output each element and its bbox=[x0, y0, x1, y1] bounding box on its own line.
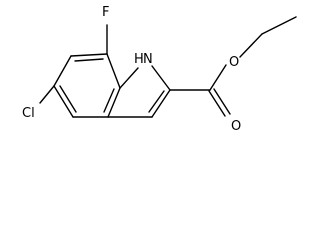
bond-c7-c6 bbox=[70, 53, 108, 57]
bond-c5-c4 bbox=[53, 85, 74, 118]
bond-c6-c5 bbox=[53, 55, 72, 87]
double-bond-carbonyl bbox=[213, 88, 231, 115]
bond-c3a-c7a bbox=[107, 87, 121, 118]
ester-oxygen-label: O bbox=[229, 55, 239, 70]
pyrrole-ring bbox=[107, 65, 171, 118]
double-bond-c2-c3 bbox=[148, 90, 165, 113]
nitrogen-hydrogen-label: H bbox=[134, 52, 144, 67]
double-bond-c3a-c7a bbox=[103, 88, 115, 113]
bond-n1-c2 bbox=[151, 65, 171, 91]
fluorine-label: F bbox=[102, 5, 109, 20]
bond-c7a-n1 bbox=[119, 67, 139, 89]
bond-c2-c3 bbox=[151, 89, 171, 118]
chlorine-label: Cl bbox=[22, 106, 35, 121]
bond-o-ch2 bbox=[239, 33, 263, 58]
bond-ch2-ch3 bbox=[261, 16, 297, 35]
bond-c7a-c7 bbox=[106, 53, 121, 89]
carbonyl-oxygen-label: O bbox=[231, 119, 241, 134]
double-bond-c7-c6 bbox=[74, 58, 104, 62]
bond-carbonyl-c-o-ester bbox=[209, 64, 227, 91]
bond-c5-cl bbox=[39, 85, 55, 104]
ethyl-ester-group bbox=[169, 16, 297, 117]
nitrogen-label: N bbox=[143, 52, 153, 67]
double-bond-c5-c4 bbox=[59, 85, 77, 113]
chemical-structure-diagram: F Cl H N O O bbox=[22, 5, 297, 134]
bond-carbonyl-c-o bbox=[208, 90, 226, 117]
benzene-ring bbox=[53, 53, 121, 118]
